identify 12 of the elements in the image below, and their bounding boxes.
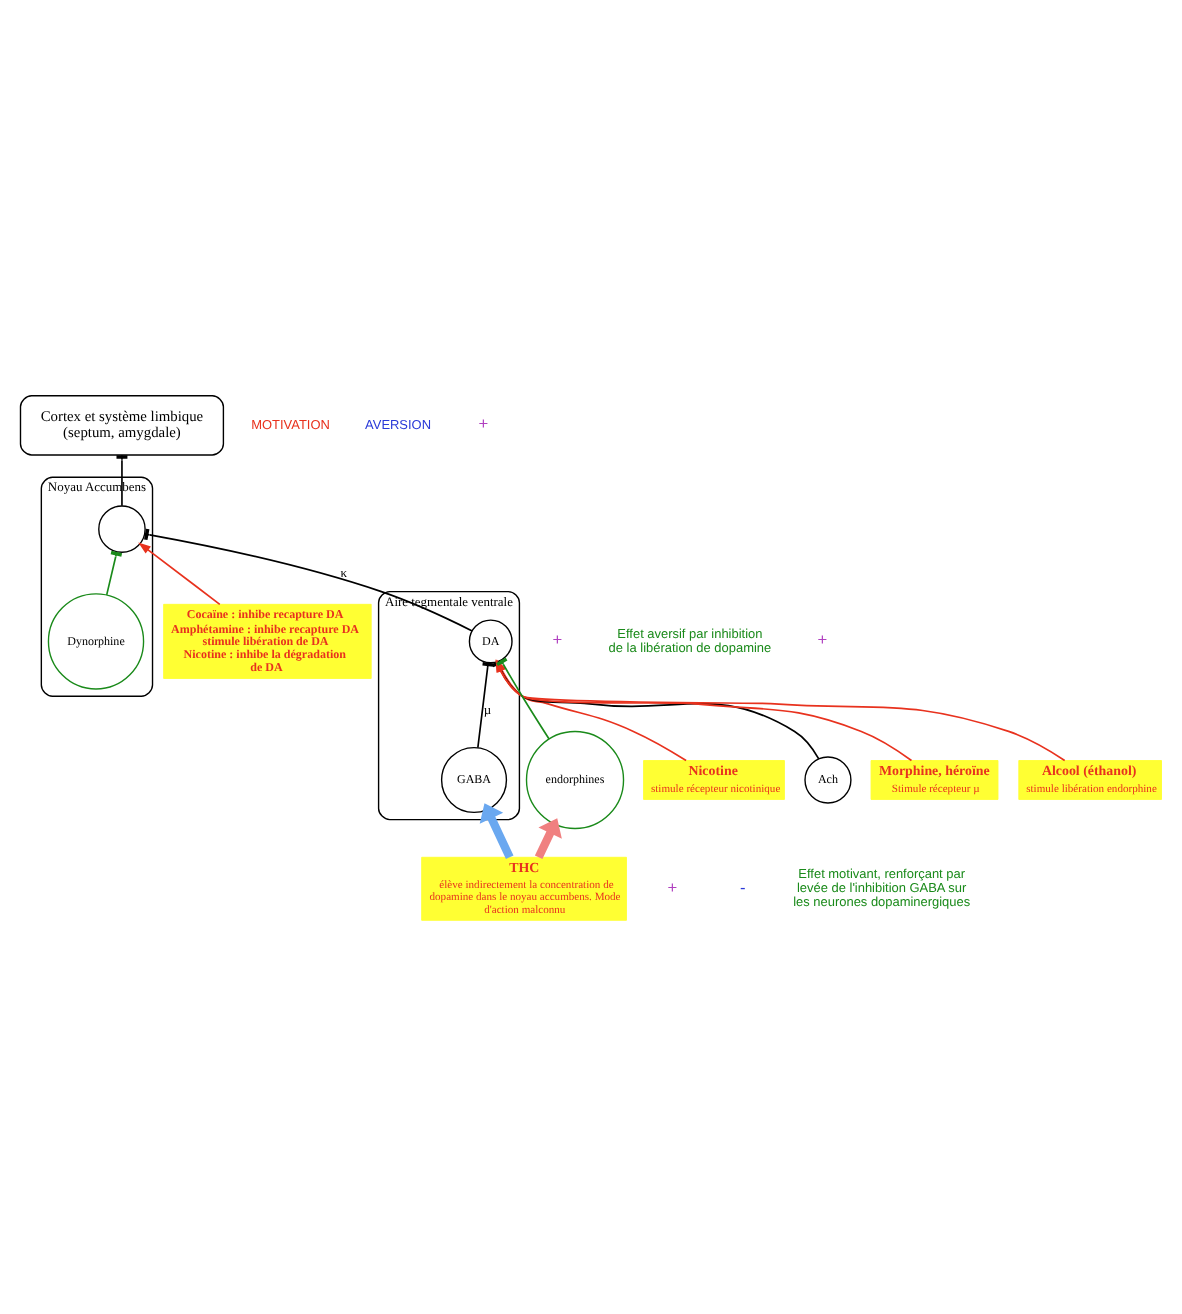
arrow xyxy=(138,541,221,605)
label: + xyxy=(552,628,563,649)
label: - xyxy=(739,875,746,896)
connector xyxy=(105,549,123,595)
label: + xyxy=(667,875,678,896)
arrow xyxy=(534,817,562,858)
label: + xyxy=(817,628,828,649)
arrow xyxy=(479,802,514,858)
label: + xyxy=(478,412,489,433)
node-circle xyxy=(98,504,146,552)
connector xyxy=(116,453,128,506)
node-box: Cortex et système limbique (septum, amygdale) xyxy=(19,394,225,455)
